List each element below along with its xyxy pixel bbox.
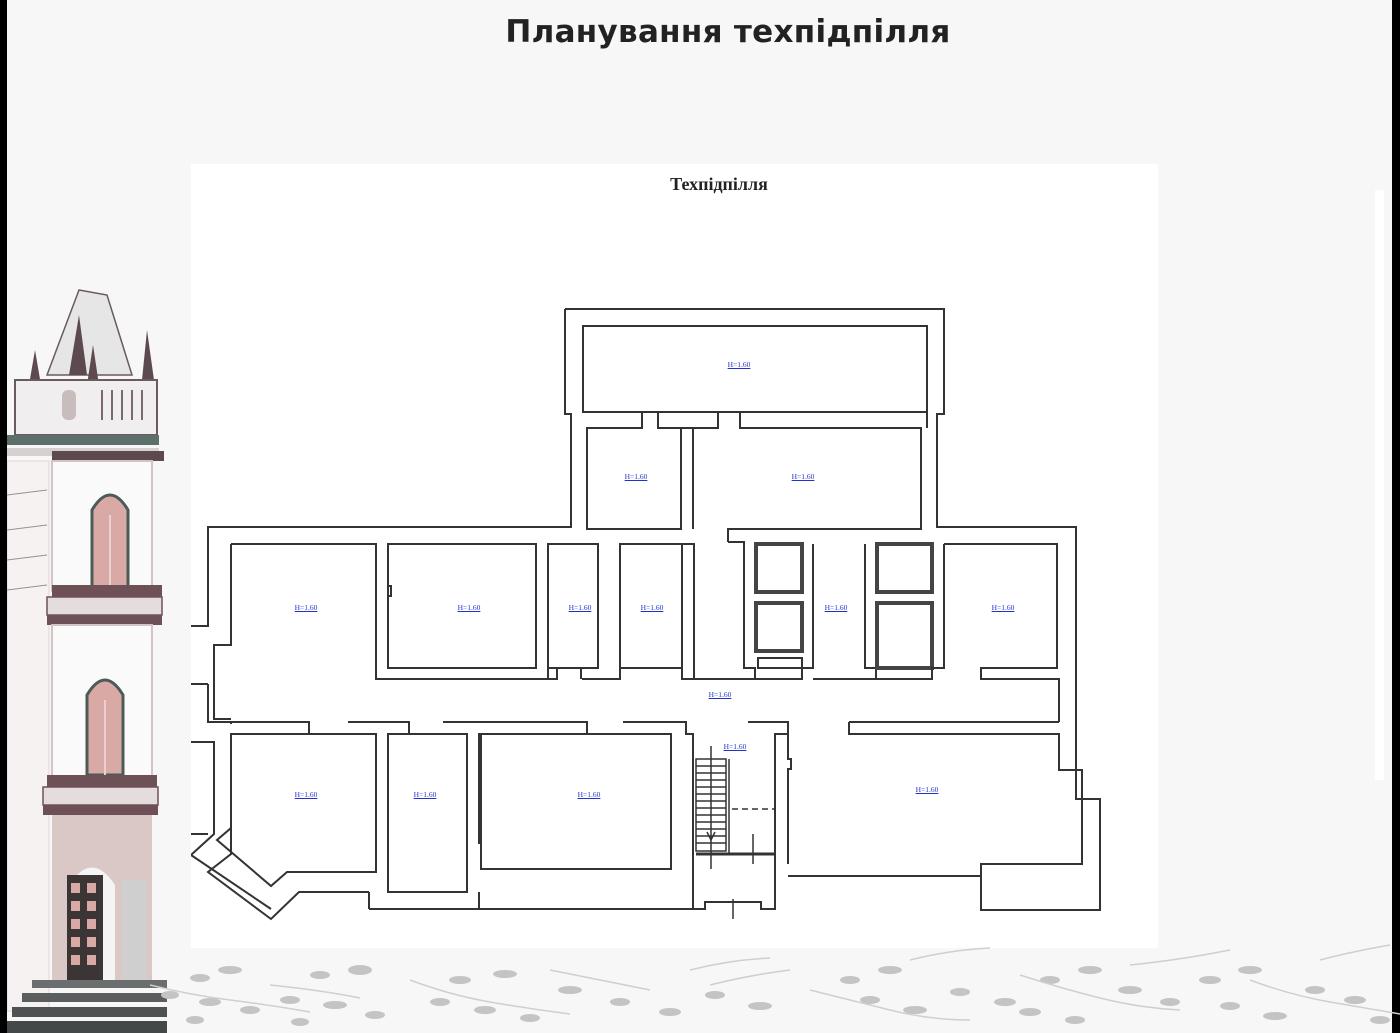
room-label-stair: H=1.60 (723, 742, 747, 751)
room-label-low-4: H=1.60 (915, 785, 939, 794)
brush-strokes-decoration-icon (150, 944, 1400, 1026)
room-label-low-1: H=1.60 (294, 790, 318, 799)
room-label-upper-right: H=1.60 (791, 472, 815, 481)
room-label-mid-6: H=1.60 (991, 603, 1015, 612)
slide-title: Планування техпідпілля (505, 14, 951, 50)
room-label-upper-small: H=1.60 (624, 472, 648, 481)
right-white-strip (1375, 190, 1384, 780)
room-label-mid-1: H=1.60 (294, 603, 318, 612)
plan-title: Техпідпілля (670, 174, 768, 194)
room-label-mid-5: H=1.60 (824, 603, 848, 612)
building-illustration-icon (7, 289, 167, 1033)
room-label-mid-4: H=1.60 (640, 603, 664, 612)
room-label-mid-2: H=1.60 (457, 603, 481, 612)
room-label-top-hall: H=1.60 (727, 360, 751, 369)
left-edge-bar (0, 0, 7, 1033)
floor-plan-card: Техпідпілля (191, 164, 1158, 948)
room-label-low-2: H=1.60 (413, 790, 437, 799)
room-label-low-3: H=1.60 (577, 790, 601, 799)
right-edge-bar (1392, 0, 1400, 1033)
floor-plan-drawing (191, 308, 1101, 921)
room-label-mid-3: H=1.60 (568, 603, 592, 612)
room-label-corridor: H=1.60 (708, 690, 732, 699)
